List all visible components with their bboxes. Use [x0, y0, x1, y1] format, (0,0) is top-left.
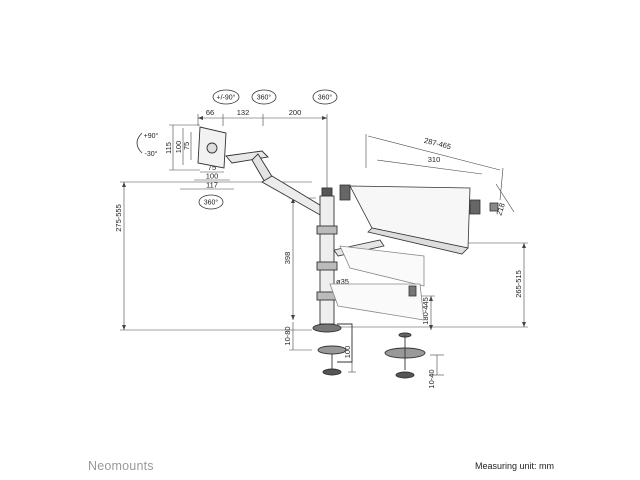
dim-grommet-10-40-label: 10-40 [427, 369, 436, 388]
dim-height-275-555-label: 275-555 [114, 204, 123, 232]
laptop-tray-assembly [329, 184, 499, 321]
tray-bracket-left [339, 184, 351, 201]
rotation-ellipse-swivel-bottom [198, 194, 224, 210]
dim-pole-398-label: 398 [283, 252, 292, 265]
rotation-tilt-label: +/-90° [217, 94, 236, 102]
dim-66-label: 66 [206, 108, 214, 117]
tilt-down-label: -30° [145, 150, 158, 158]
dim-plate-117-label: 117 [206, 181, 218, 190]
rotation-swivel-a-label: 360° [257, 94, 272, 102]
tray-clip-right [489, 202, 499, 212]
rotation-indicators [136, 89, 338, 210]
dimension-lines [120, 114, 528, 376]
dim-tray-180-445-label: 180-445 [421, 297, 430, 325]
rotation-swivel-bottom-label: 360° [204, 199, 219, 207]
laptop-tray-upper-rim [367, 227, 469, 255]
rotation-labels: +/-90° 360° 360° 360° +90° -30° [144, 94, 333, 207]
clamp-mid-plate [317, 345, 347, 355]
clamp-base [312, 323, 342, 333]
dim-tray-265-515-label: 265-515 [514, 270, 523, 298]
pole [319, 195, 335, 325]
dim-diameter-label: ø35 [336, 277, 349, 286]
grommet-knob [395, 371, 415, 379]
pole-cap [321, 187, 333, 197]
dimension-arrowheads [122, 116, 526, 330]
dim-vesa-100-vert-label: 100 [174, 141, 183, 154]
laptop-tray-lower [329, 283, 425, 321]
dim-200-label: 200 [289, 108, 302, 117]
laptop-tray-middle [339, 245, 425, 287]
desk-clamp [337, 323, 353, 363]
pole-collar-mid [316, 261, 338, 271]
brand-logo: Neomounts [88, 459, 154, 473]
tray-bracket-right [469, 199, 481, 215]
tilt-up-label: +90° [144, 132, 159, 140]
vesa-plate-hub [206, 142, 218, 154]
rotation-swivel-b-label: 360° [318, 94, 333, 102]
rotation-ellipse-swivel-b [312, 89, 338, 105]
dim-vesa-75-vert-label: 75 [182, 142, 191, 150]
dim-tray-287-465-label: 287-465 [423, 136, 452, 151]
dim-desk-10-80-label: 10-80 [283, 326, 292, 345]
dim-vesa-115-label: 115 [164, 142, 173, 154]
rotation-ellipse-swivel-a [251, 89, 277, 105]
dim-tray-310-label: 310 [428, 155, 441, 164]
clamp-knob [322, 368, 342, 376]
dim-vesa-100-horiz-label: 100 [206, 172, 219, 181]
lower-tray-clip [408, 285, 417, 297]
rotation-ellipse-tilt [212, 89, 240, 105]
dim-clamp-100-label: 100 [343, 346, 352, 359]
tilt-arc-icon [136, 132, 143, 154]
monitor-arm [197, 126, 329, 217]
dim-vesa-75-horiz-label: 75 [208, 163, 216, 172]
measuring-unit-note: Measuring unit: mm [474, 461, 554, 471]
dim-132-label: 132 [237, 108, 250, 117]
pole-assembly [312, 187, 426, 379]
pole-collar-top [316, 225, 338, 235]
